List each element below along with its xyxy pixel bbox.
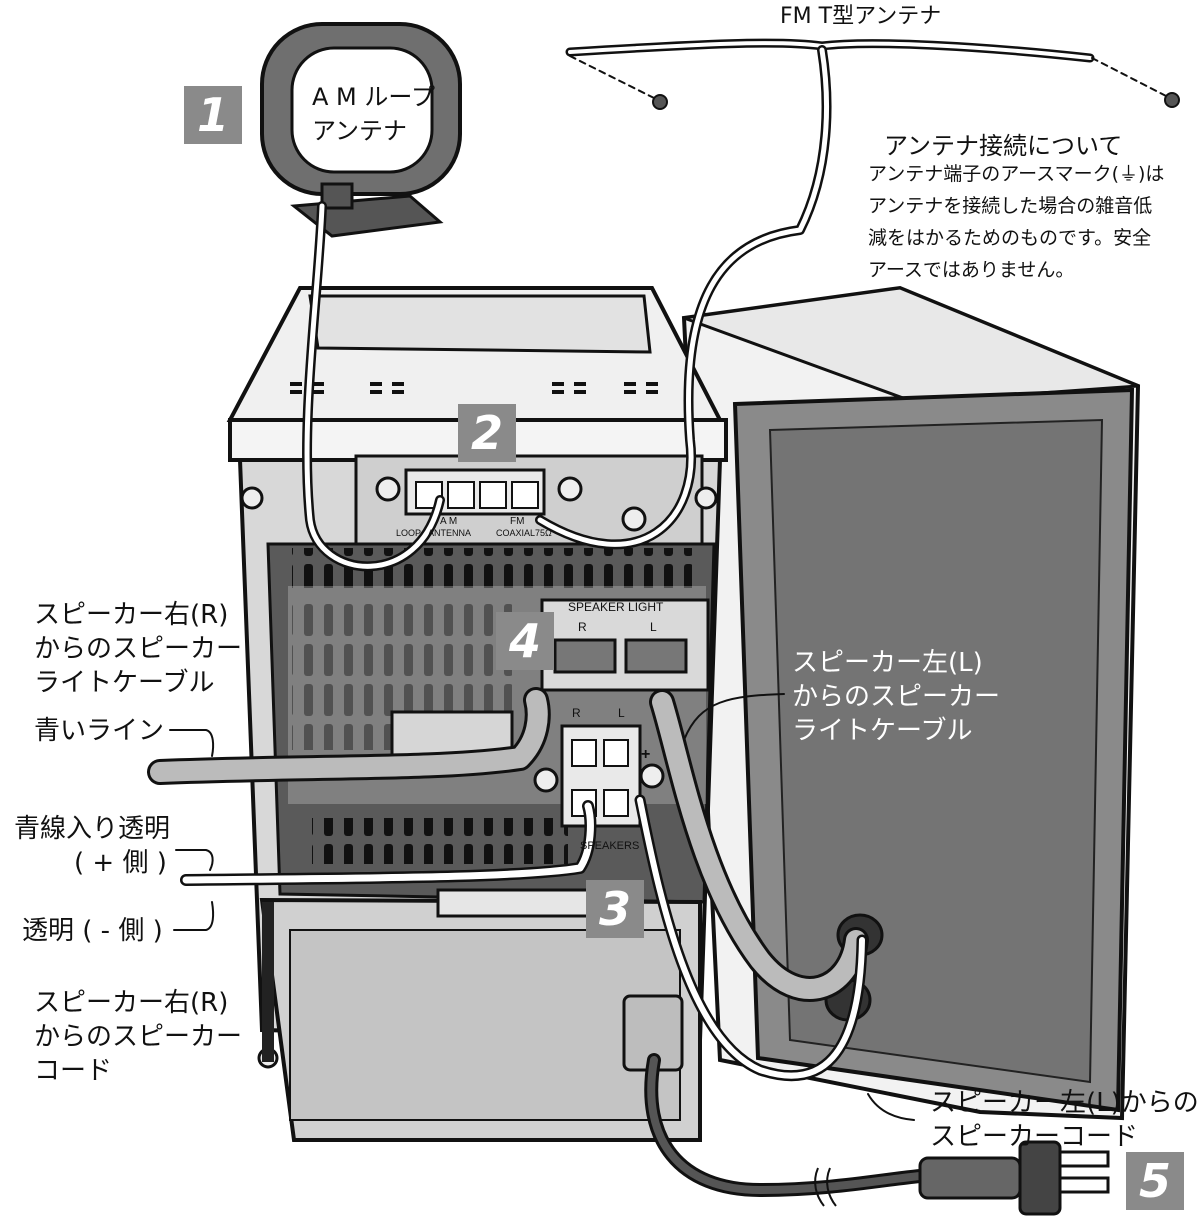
plus-side-label: ( + 側 ) [74,848,167,878]
step-2-badge: 2 [458,404,516,462]
panel-am: A M [440,516,458,527]
blue-line-label: 青いライン [34,716,165,746]
note-body: アンテナ端子のアースマーク(⏚)は アンテナを接続した場合の雑音低 減をはかるた… [868,163,1165,281]
speaker-cord-left-label: スピーカー左(L)からの スピーカーコード [930,1088,1199,1152]
panel-r-speaker: R [572,706,581,720]
am-loop-antenna [260,22,462,238]
step-1-badge: 1 [184,86,242,144]
speaker-light-port-r [553,638,617,674]
speaker-cord-right-label: スピーカー右(R) からのスピーカー コード [34,988,243,1086]
panel-speakers: SPEAKERS [580,840,640,852]
cables [147,38,1171,1197]
speaker-light-left-label: スピーカー左(L) からのスピーカー ライトケーブル [792,648,1001,746]
panel-l-speaker: L [618,706,625,720]
ac-plug [814,1140,1110,1216]
panel-speaker-light: SPEAKER LIGHT [568,600,664,614]
speaker-light-port-l [624,638,688,674]
blue-clear-label: 青線入り透明 [14,814,171,844]
clear-minus-label: 透明 ( - 側 ) [22,916,163,946]
fm-antenna-label: FM T型アンテナ [780,4,942,29]
panel-l-top: L [650,620,657,634]
speaker-cabinet [681,285,1141,1121]
panel-antenna: ANTENNA [428,528,472,538]
step-4-badge: 4 [496,612,554,670]
step-3-badge: 3 [586,880,644,938]
panel-r-top: R [578,620,587,634]
vent-bottom [312,818,568,864]
panel-fm: FM [510,516,525,527]
panel-plus: + [641,746,651,763]
note-title: アンテナ接続について [884,132,1123,160]
step-5-badge: 5 [1126,1152,1184,1210]
speaker-light-right-label: スピーカー右(R) からのスピーカー ライトケーブル [34,600,243,698]
am-antenna-label: A M ループ アンテナ [312,83,435,145]
panel-coaxial: COAXIAL75Ω [496,528,552,538]
panel-loop: LOOP [396,528,422,538]
